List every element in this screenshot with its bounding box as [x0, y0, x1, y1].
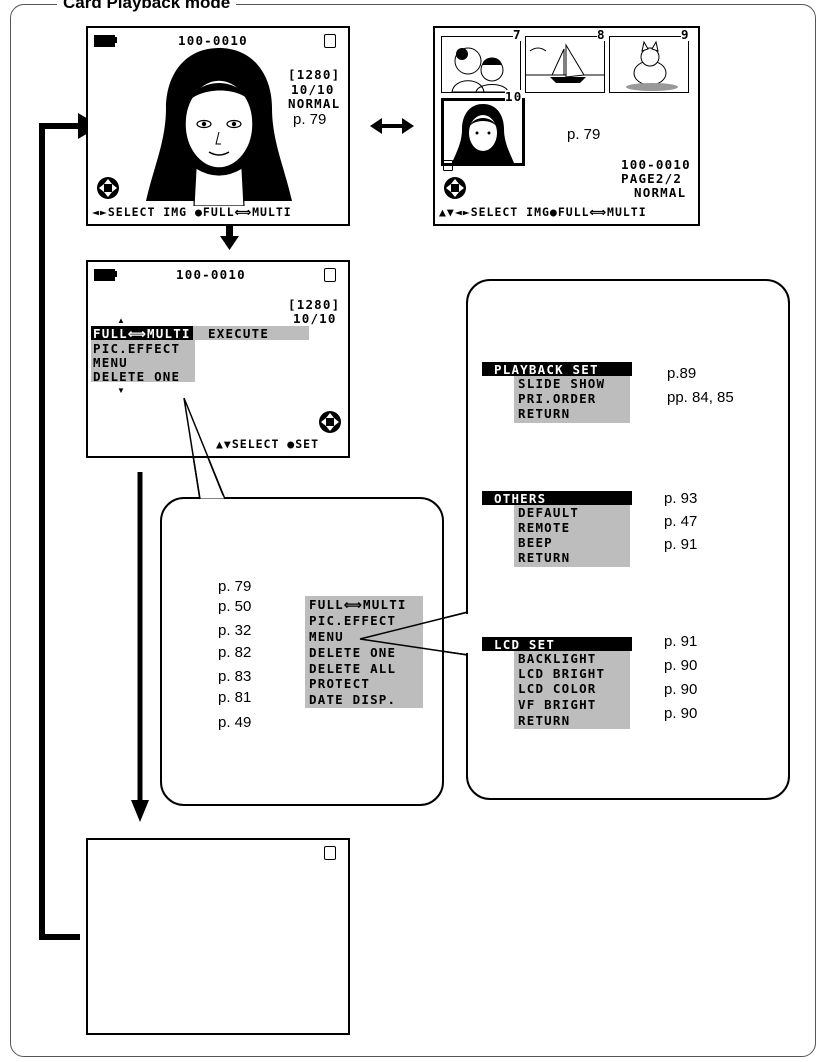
others-header: OTHERS — [482, 491, 632, 505]
page-ref: p. 90 — [664, 705, 697, 722]
lcd-set-item[interactable]: LCD BRIGHT — [518, 667, 605, 680]
lcd-set-item[interactable]: RETURN — [518, 714, 570, 727]
others-item[interactable]: RETURN — [518, 551, 570, 564]
lcd-set-header: LCD SET — [482, 637, 632, 651]
page-ref: pp. 84, 85 — [667, 389, 734, 406]
page-ref: p. 91 — [664, 633, 697, 650]
page-ref: p.89 — [667, 365, 696, 382]
others-item[interactable]: REMOTE — [518, 521, 570, 534]
page-ref: p. 93 — [664, 490, 697, 507]
lcd-set-item[interactable]: LCD COLOR — [518, 682, 597, 695]
playback-set-item[interactable]: PRI.ORDER — [518, 392, 597, 405]
lcd-set-item[interactable]: VF BRIGHT — [518, 698, 597, 711]
playback-set-header: PLAYBACK SET — [482, 362, 632, 376]
others-item[interactable]: DEFAULT — [518, 506, 579, 519]
page-ref: p. 91 — [664, 536, 697, 553]
page-ref: p. 90 — [664, 681, 697, 698]
others-item[interactable]: BEEP — [518, 536, 553, 549]
playback-set-item[interactable]: RETURN — [518, 407, 570, 420]
page-ref: p. 90 — [664, 657, 697, 674]
lcd-set-item[interactable]: BACKLIGHT — [518, 652, 597, 665]
page-ref: p. 47 — [664, 513, 697, 530]
playback-set-item[interactable]: SLIDE SHOW — [518, 377, 605, 390]
